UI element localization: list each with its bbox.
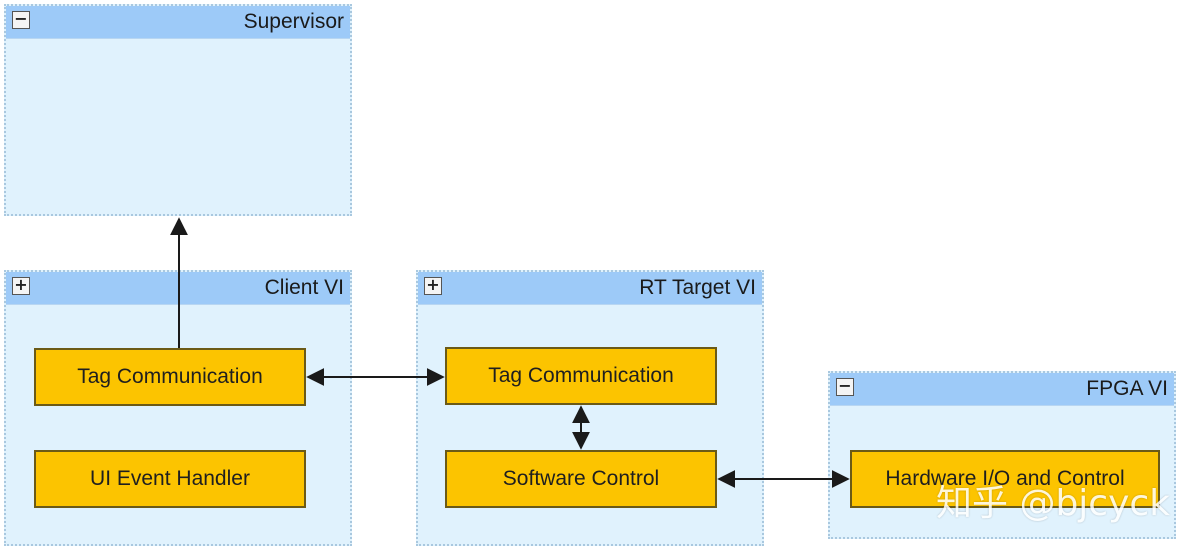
collapse-icon[interactable]: −	[12, 11, 30, 29]
fpga-vi-header: − FPGA VI	[830, 373, 1174, 406]
client-vi-title: Client VI	[264, 276, 344, 299]
hardware-io-control-block[interactable]: Hardware I/O and Control	[850, 450, 1160, 508]
fpga-vi-title: FPGA VI	[1086, 377, 1168, 400]
supervisor-header: − Supervisor	[6, 6, 350, 39]
supervisor-container: − Supervisor	[4, 4, 352, 216]
watermark: 知乎 @bjcyck	[936, 483, 1171, 524]
rt-tag-communication-block[interactable]: Tag Communication	[445, 347, 717, 405]
expand-icon[interactable]: +	[424, 277, 442, 295]
client-tag-communication-block[interactable]: Tag Communication	[34, 348, 306, 406]
collapse-icon[interactable]: −	[836, 378, 854, 396]
rt-target-vi-header: + RT Target VI	[418, 272, 762, 305]
expand-icon[interactable]: +	[12, 277, 30, 295]
software-control-block[interactable]: Software Control	[445, 450, 717, 508]
rt-target-vi-title: RT Target VI	[639, 276, 756, 299]
supervisor-title: Supervisor	[243, 10, 344, 33]
ui-event-handler-block[interactable]: UI Event Handler	[34, 450, 306, 508]
